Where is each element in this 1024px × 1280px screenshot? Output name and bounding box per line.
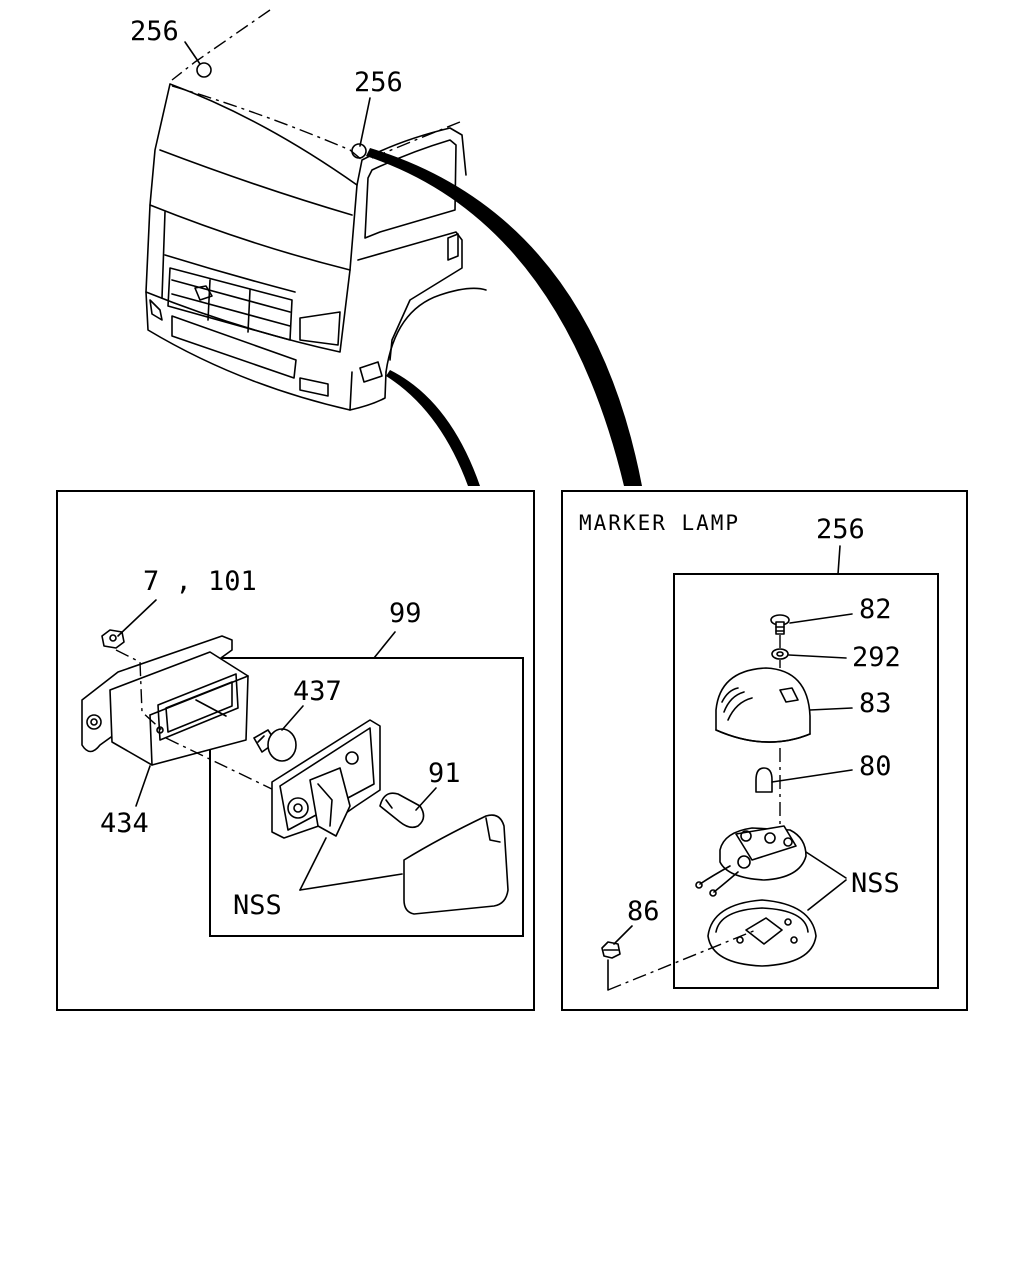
socket-437 [253, 728, 297, 762]
assembly-256-box [673, 573, 939, 989]
label-91: 91 [428, 758, 461, 789]
label-256-roof-left: 256 [130, 16, 179, 47]
label-nss-left: NSS [233, 890, 282, 921]
screw-82 [770, 614, 790, 635]
truck-cab-illustration [145, 9, 487, 411]
washer-292 [771, 648, 789, 660]
label-80: 80 [859, 751, 892, 782]
dome-lens-83 [715, 667, 811, 743]
bracket-434 [81, 635, 249, 766]
side-lamp-panel [56, 490, 535, 1011]
label-83: 83 [859, 688, 892, 719]
lens-cover [403, 814, 509, 915]
marker-lamp-panel [561, 490, 968, 1011]
label-292: 292 [852, 642, 901, 673]
label-nss-right: NSS [851, 868, 900, 899]
label-437: 437 [293, 676, 342, 707]
callout-sweep-left [386, 370, 480, 486]
assembly-99-box [209, 657, 524, 937]
bulb-91 [379, 792, 425, 829]
label-256-marker: 256 [816, 514, 865, 545]
label-86: 86 [627, 896, 660, 927]
nut-86 [601, 941, 621, 959]
marker-lamp-title: MARKER LAMP [579, 511, 740, 535]
label-434: 434 [100, 808, 149, 839]
lamp-base [695, 825, 807, 897]
gasket-plate [707, 899, 817, 967]
lens-housing [271, 719, 381, 839]
label-99: 99 [389, 598, 422, 629]
label-7-101: 7 , 101 [143, 566, 257, 597]
label-256-roof-right: 256 [354, 67, 403, 98]
bulb-80 [755, 767, 773, 793]
label-82: 82 [859, 594, 892, 625]
